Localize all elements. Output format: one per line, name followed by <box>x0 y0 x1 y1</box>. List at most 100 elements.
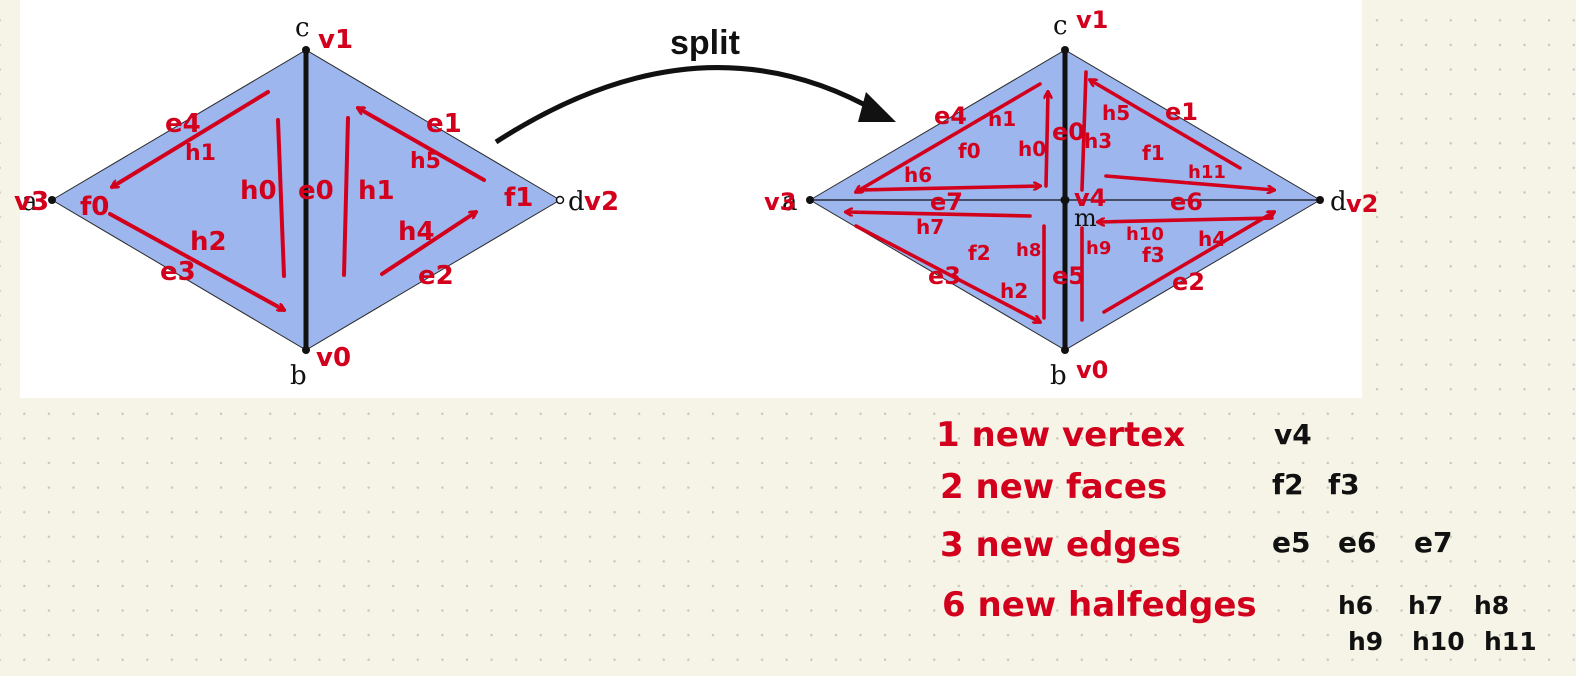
before-halfedge-arrow-h1 <box>112 90 270 189</box>
before-halfedge-label-h1-right: h1 <box>358 176 395 206</box>
after-face-label-f1: f1 <box>1142 141 1165 165</box>
before-vertex-id-v3: v3 <box>14 187 49 217</box>
summary-item-v4: v4 <box>1274 418 1312 451</box>
before-halfedge-label-h1-left: h1 <box>185 141 216 166</box>
after-mesh: c b d a m v1 v0 v2 v3 v4 e4 e1 <box>764 6 1378 391</box>
after-edge-label-e1: e1 <box>1165 98 1198 126</box>
summary-item-f3: f3 <box>1328 468 1360 501</box>
after-halfedge-arrow-h0 <box>1046 92 1048 188</box>
split-arrow: split <box>494 24 896 145</box>
after-halfedge-label-h2: h2 <box>1000 279 1028 303</box>
summary-label-edges: 3 new edges <box>940 525 1181 565</box>
summary-label-halfedges: 6 new halfedges <box>942 585 1257 625</box>
summary-item-h11: h11 <box>1484 627 1537 656</box>
after-halfedge-label-h3: h3 <box>1084 129 1112 153</box>
summary-item-h6: h6 <box>1338 591 1373 620</box>
before-halfedge-arrow-h0 <box>276 118 286 278</box>
before-vertex-letter-b: b <box>290 361 307 391</box>
before-edge-label-e3: e3 <box>160 257 196 287</box>
after-vertex-d-dot <box>1316 196 1324 204</box>
before-vertex-letter-d: d <box>568 187 585 217</box>
before-halfedge-arrows <box>108 90 486 312</box>
after-vertex-letter-c: c <box>1053 11 1068 41</box>
before-vertex-a-dot <box>48 196 56 204</box>
after-edge-label-e5: e5 <box>1052 262 1085 290</box>
after-halfedge-arrow-h11 <box>1104 174 1274 190</box>
after-face-label-f2: f2 <box>968 241 991 265</box>
summary-notes: 1 new vertex 2 new faces 3 new edges 6 n… <box>936 415 1537 656</box>
after-edge-label-e4: e4 <box>934 102 967 130</box>
before-vertex-b-dot <box>302 346 310 354</box>
after-halfedge-label-h6: h6 <box>904 163 932 187</box>
after-halfedge-label-h7: h7 <box>916 215 944 239</box>
before-halfedge-arrow-h4 <box>380 212 476 276</box>
after-halfedge-label-h0: h0 <box>1018 137 1046 161</box>
before-halfedge-arrow-h5 <box>358 106 486 182</box>
summary-item-e5: e5 <box>1272 526 1310 559</box>
after-halfedge-arrow-h5 <box>1090 80 1242 170</box>
before-halfedge-label-h2: h2 <box>190 227 227 257</box>
before-edge-label-e2: e2 <box>418 261 454 291</box>
before-vertex-id-v1: v1 <box>318 25 353 55</box>
before-halfedge-label-h4: h4 <box>398 217 435 247</box>
before-face-label-f0: f0 <box>80 192 109 222</box>
after-halfedge-label-h4: h4 <box>1198 227 1226 251</box>
before-vertex-id-v2: v2 <box>584 187 619 217</box>
before-vertex-letter-c: c <box>295 13 310 43</box>
after-vertex-id-v1: v1 <box>1076 6 1108 34</box>
after-halfedge-arrows <box>846 70 1274 322</box>
after-halfedge-arrow-h2 <box>854 224 1040 322</box>
before-vertex-c-dot <box>302 46 310 54</box>
before-edge-label-e1: e1 <box>426 109 462 139</box>
before-halfedge-label-h5: h5 <box>410 149 441 174</box>
before-mesh: c b d a v1 v0 v2 v3 e4 e1 e0 e3 e2 f0 f1… <box>14 13 619 391</box>
after-halfedge-label-h11: h11 <box>1188 162 1226 183</box>
before-face-label-f1: f1 <box>504 183 533 213</box>
after-edge-label-e3: e3 <box>928 262 961 290</box>
after-halfedge-arrow-h7 <box>846 212 1032 218</box>
before-edge-label-e0: e0 <box>298 176 334 206</box>
after-vertex-id-v3: v3 <box>764 188 796 216</box>
after-vertex-id-v4: v4 <box>1074 184 1106 212</box>
summary-item-h7: h7 <box>1408 591 1443 620</box>
split-label: split <box>670 24 740 62</box>
after-vertex-id-v0: v0 <box>1076 356 1108 384</box>
after-vertex-letter-a: a <box>782 187 798 217</box>
summary-item-e6: e6 <box>1338 526 1376 559</box>
after-edge-label-e7: e7 <box>930 188 963 216</box>
before-vertex-id-v0: v0 <box>316 343 351 373</box>
before-vertex-d-dot <box>555 195 565 205</box>
summary-label-vertex: 1 new vertex <box>936 415 1185 455</box>
after-vertex-m-dot <box>1060 195 1070 205</box>
summary-item-h8: h8 <box>1474 591 1509 620</box>
after-edge-label-e2: e2 <box>1172 268 1205 296</box>
after-vertex-id-v2: v2 <box>1346 190 1378 218</box>
before-halfedge-label-h0: h0 <box>240 176 277 206</box>
after-vertex-letter-d: d <box>1330 187 1347 217</box>
summary-item-h9: h9 <box>1348 627 1383 656</box>
after-vertex-c-dot <box>1061 46 1069 54</box>
after-halfedge-label-h10: h10 <box>1126 224 1164 245</box>
after-halfedge-arrow-h4 <box>1102 212 1274 314</box>
summary-label-faces: 2 new faces <box>940 467 1167 507</box>
after-vertex-letter-b: b <box>1050 361 1067 391</box>
after-vertex-a-dot <box>806 196 814 204</box>
after-edge-label-e0: e0 <box>1052 118 1085 146</box>
after-halfedge-arrow-h10 <box>1098 216 1274 222</box>
after-vertex-letter-m: m <box>1074 204 1097 232</box>
before-halfedge-arrow-h1-right <box>342 116 350 277</box>
after-halfedge-label-h9: h9 <box>1086 238 1111 259</box>
after-halfedge-arrow-h1 <box>856 82 1042 192</box>
summary-item-h10: h10 <box>1412 627 1465 656</box>
after-halfedge-label-h8: h8 <box>1016 240 1041 261</box>
after-face-label-f0: f0 <box>958 139 981 163</box>
after-halfedge-arrow-h3 <box>1080 70 1088 192</box>
before-vertex-letter-a: a <box>22 187 38 217</box>
after-vertex-b-dot <box>1061 346 1069 354</box>
before-halfedge-arrow-h2 <box>108 212 284 312</box>
summary-item-f2: f2 <box>1272 468 1304 501</box>
after-halfedge-label-h1: h1 <box>988 107 1016 131</box>
after-face-label-f3: f3 <box>1142 243 1165 267</box>
before-edge-label-e4: e4 <box>165 109 201 139</box>
